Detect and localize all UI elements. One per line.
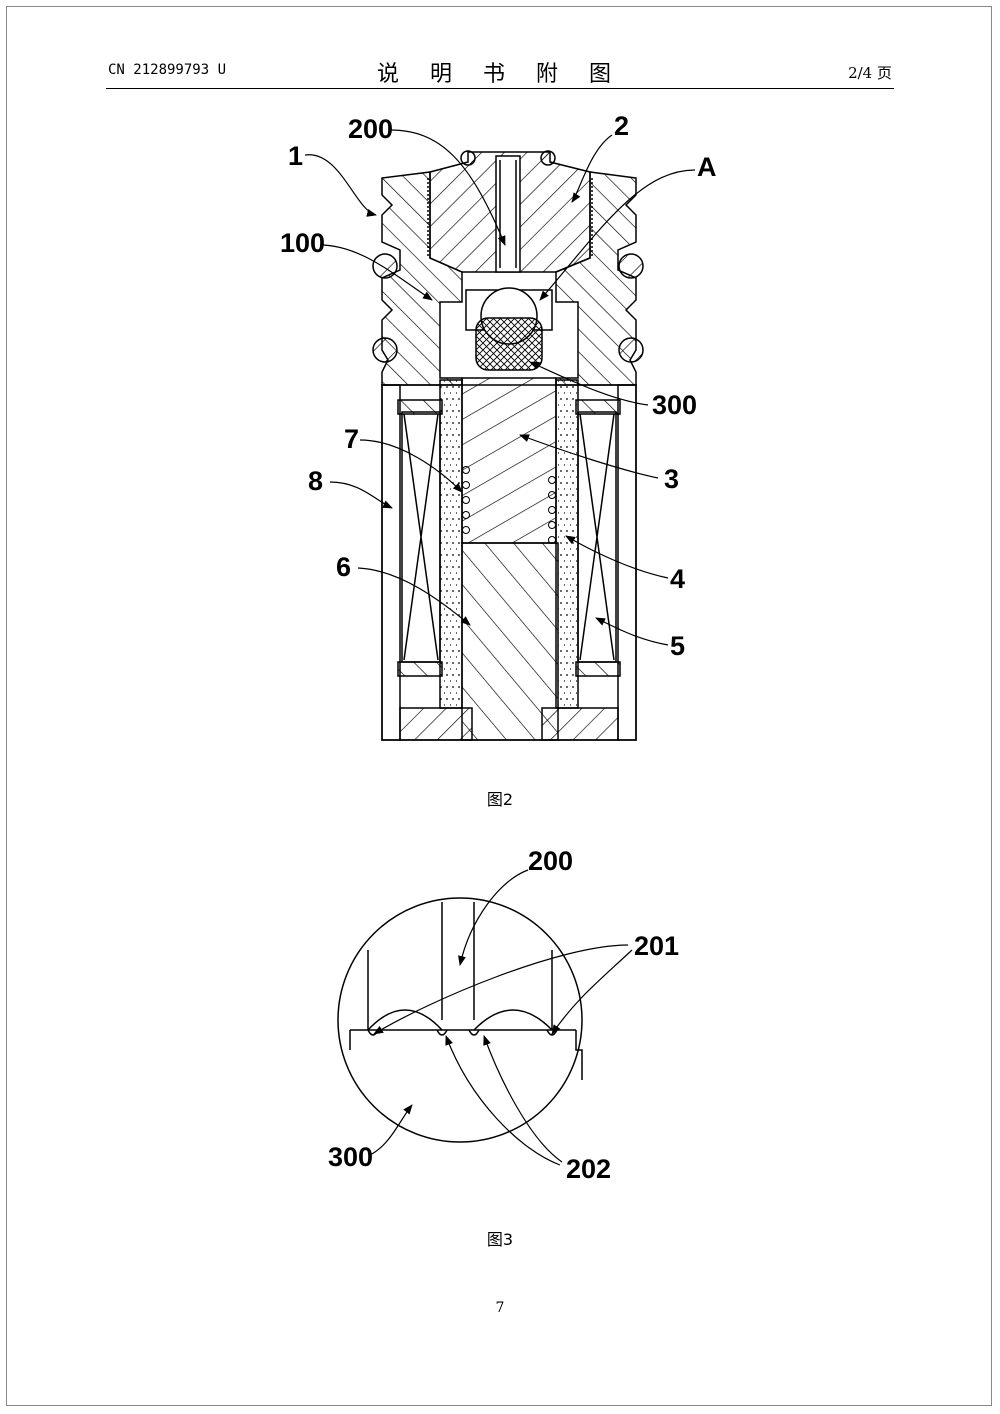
fig2-label-200: 200 bbox=[348, 114, 393, 144]
fig2-label-100: 100 bbox=[280, 228, 325, 258]
fig2-label-8: 8 bbox=[308, 466, 323, 496]
figure-2-drawing bbox=[372, 150, 644, 741]
fig3-label-300: 300 bbox=[328, 1142, 373, 1172]
fig3-label-200: 200 bbox=[528, 846, 573, 876]
fig3-label-201: 201 bbox=[634, 931, 679, 961]
fig2-label-3: 3 bbox=[664, 464, 679, 494]
fig2-label-6: 6 bbox=[336, 552, 351, 582]
figure-3-caption: 图3 bbox=[486, 1230, 514, 1249]
fig2-label-A: A bbox=[697, 152, 717, 182]
page-frame bbox=[6, 6, 992, 1406]
fig2-label-2: 2 bbox=[614, 111, 629, 141]
page-title: 说 明 书 附 图 bbox=[377, 62, 623, 87]
fig2-label-1: 1 bbox=[288, 141, 303, 171]
figure-2-leaders bbox=[304, 129, 696, 646]
patent-number: CN 212899793 U bbox=[108, 62, 227, 78]
fig2-label-300: 300 bbox=[652, 390, 697, 420]
figure-3-drawing bbox=[337, 897, 583, 1143]
header-rule bbox=[106, 88, 894, 89]
figure-2-caption: 图2 bbox=[486, 790, 514, 809]
page-number: 7 bbox=[495, 1300, 505, 1316]
fig3-label-202: 202 bbox=[566, 1154, 611, 1184]
page-indicator: 2/4 页 bbox=[848, 64, 892, 82]
fig2-label-5: 5 bbox=[670, 631, 685, 661]
figure-3-leaders bbox=[369, 869, 633, 1166]
fig2-label-4: 4 bbox=[670, 564, 685, 594]
fig2-label-7: 7 bbox=[344, 424, 359, 454]
